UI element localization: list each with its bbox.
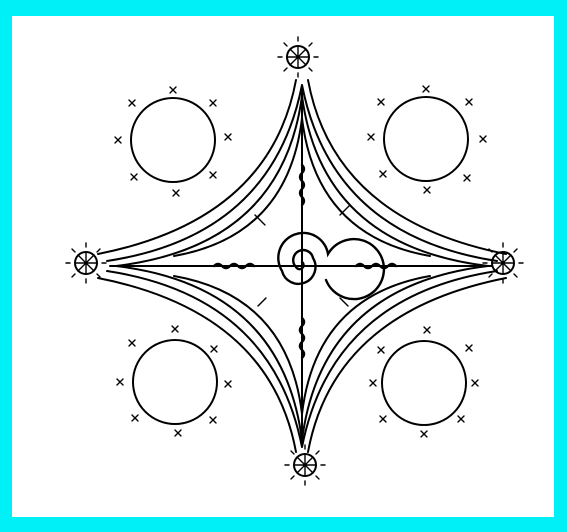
tick-mark	[258, 298, 266, 306]
plain-circle	[131, 98, 215, 182]
tick-mark	[255, 215, 265, 225]
spoked-circle-icon	[483, 243, 523, 283]
plain-circle-group	[115, 87, 231, 196]
plain-circle-group	[368, 86, 486, 193]
plain-circle	[133, 340, 217, 424]
plain-circle	[382, 341, 466, 425]
x-marks	[117, 326, 231, 436]
spoked-circle-icon	[285, 445, 325, 485]
plain-circle-group	[370, 327, 478, 437]
spoked-circle-icon	[278, 37, 318, 77]
x-marks	[115, 87, 231, 196]
plain-circle-group	[117, 326, 231, 436]
spoked-circle-icon	[66, 243, 106, 283]
plain-circles	[115, 86, 486, 437]
axis-cross	[110, 90, 492, 445]
plain-circle	[384, 97, 468, 181]
x-marks	[370, 327, 478, 437]
tick-mark	[340, 205, 350, 215]
